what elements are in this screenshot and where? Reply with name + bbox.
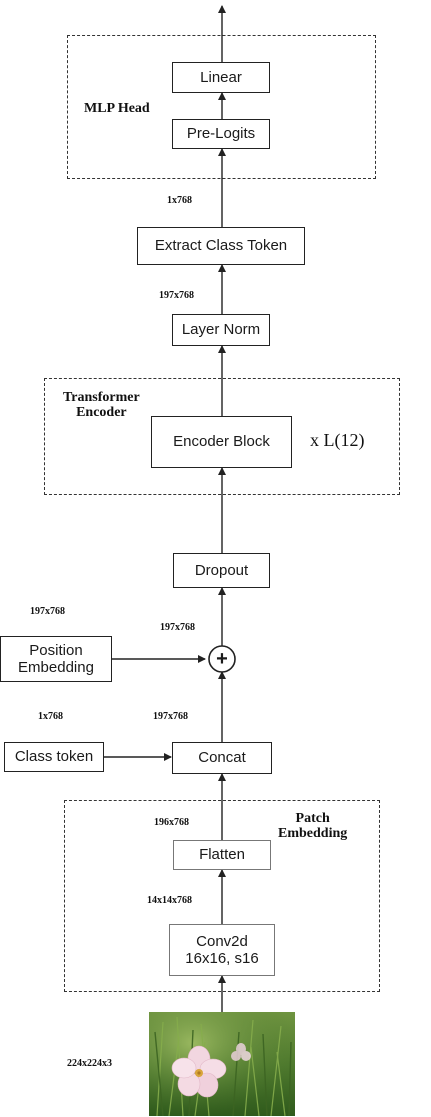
add-node-circle xyxy=(208,645,236,673)
position-embedding-block: Position Embedding xyxy=(0,636,112,682)
add-node-symbol: + xyxy=(216,647,228,670)
patch-embedding-group xyxy=(64,800,380,992)
conv2d-block: Conv2d 16x16, s16 xyxy=(169,924,275,976)
patch-embedding-label: Patch Embedding xyxy=(278,811,347,842)
concat-input-shape: 197x768 xyxy=(153,711,188,722)
position-embedding-line2: Embedding xyxy=(18,659,94,676)
transformer-encoder-group xyxy=(44,378,400,495)
dropout-block: Dropout xyxy=(173,553,270,588)
encoder-repeat-label: x L(12) xyxy=(310,430,365,450)
class-token-block: Class token xyxy=(4,742,104,772)
layer-norm-shape: 197x768 xyxy=(159,290,194,301)
transformer-encoder-label-line2: Encoder xyxy=(76,405,127,421)
input-image xyxy=(149,1012,295,1116)
pre-logits-shape: 1x768 xyxy=(167,195,192,206)
class-token-shape: 1x768 xyxy=(38,711,63,722)
position-embedding-line1: Position xyxy=(29,641,83,659)
concat-block: Concat xyxy=(172,742,272,774)
flatten-block: Flatten xyxy=(173,840,271,870)
transformer-encoder-label-line1: Transformer xyxy=(63,390,140,405)
conv-output-shape: 14x14x768 xyxy=(147,895,192,906)
patch-embedding-label-line1: Patch xyxy=(295,811,330,826)
add-input-shape: 197x768 xyxy=(160,622,195,633)
conv2d-line1: Conv2d xyxy=(196,932,248,950)
patch-embedding-label-line2: Embedding xyxy=(278,826,348,842)
layer-norm-block: Layer Norm xyxy=(172,314,270,346)
flatten-shape: 196x768 xyxy=(154,817,189,828)
flower-photo-icon xyxy=(149,1012,295,1116)
extract-class-token-block: Extract Class Token xyxy=(137,227,305,265)
transformer-encoder-label: Transformer Encoder xyxy=(63,390,140,421)
pre-logits-block: Pre-Logits xyxy=(172,119,270,149)
linear-block: Linear xyxy=(172,62,270,93)
mlp-head-group xyxy=(67,35,376,179)
position-embedding-shape: 197x768 xyxy=(30,606,65,617)
mlp-head-label: MLP Head xyxy=(84,101,150,116)
input-image-shape: 224x224x3 xyxy=(67,1058,112,1069)
conv2d-line2: 16x16, s16 xyxy=(185,950,259,967)
encoder-block: Encoder Block xyxy=(151,416,292,468)
